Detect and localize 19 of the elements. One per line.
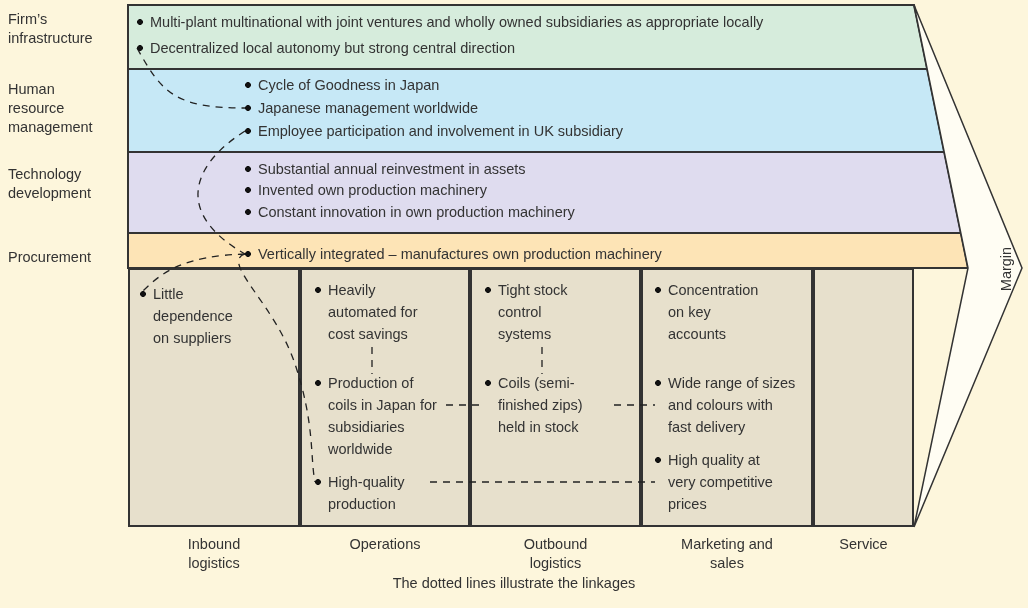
activity-label: Technology development (8, 165, 93, 203)
activity-label: Operations (348, 535, 422, 554)
linkage-line (541, 346, 543, 375)
linkage-line (429, 481, 656, 483)
linkage-line (136, 47, 246, 109)
activity-label: Procurement (8, 248, 92, 267)
activity-label: Inbound logistics (186, 535, 242, 573)
activity-label: Service (838, 535, 889, 554)
activity-label: Outbound logistics (522, 535, 589, 573)
linkage-line (613, 404, 656, 406)
activity-label: Human resource management (8, 80, 94, 137)
linkage-line (371, 346, 373, 375)
activity-label: Firm’s infrastructure (8, 10, 94, 48)
activity-label: Marketing and sales (680, 535, 774, 573)
margin-label: Margin (997, 245, 1015, 294)
linkage-line (142, 253, 246, 292)
linkage-line (238, 253, 316, 483)
caption: The dotted lines illustrate the linkages (391, 574, 637, 593)
linkage-line (197, 130, 246, 255)
